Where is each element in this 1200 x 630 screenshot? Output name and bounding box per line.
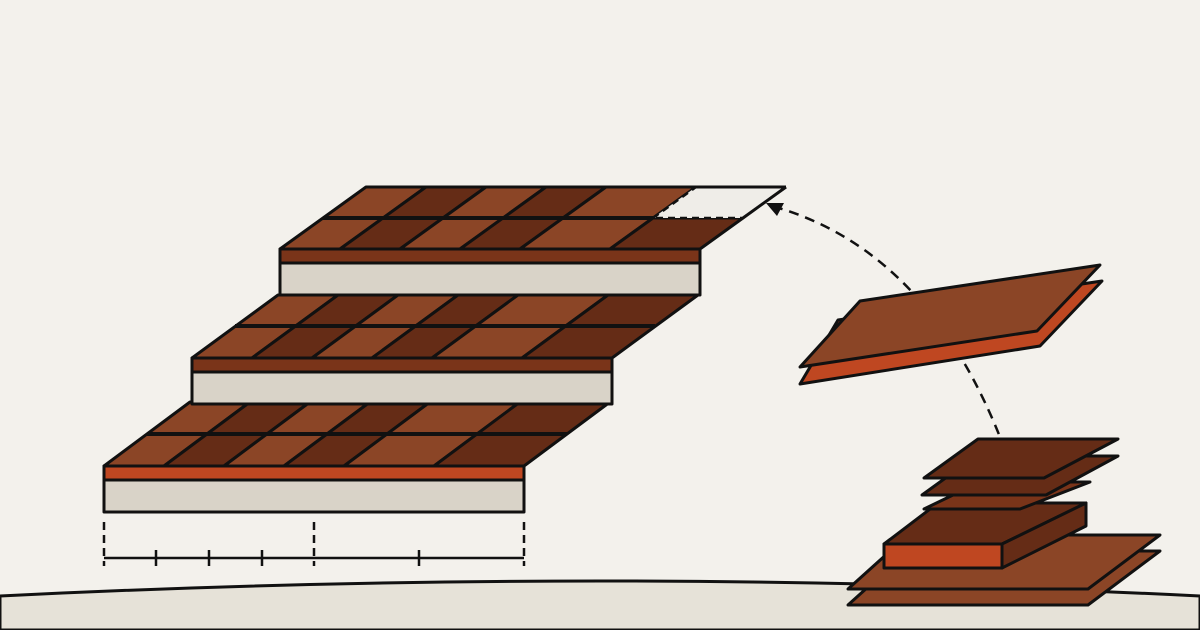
flying-piece-top xyxy=(798,263,1102,369)
flying-piece xyxy=(798,263,1104,386)
tier-bottom xyxy=(102,400,612,514)
tier-top-chocolate-edge xyxy=(278,247,702,265)
tier-middle-chocolate-edge xyxy=(190,356,614,374)
scale-ruler xyxy=(102,522,526,566)
arrow-head-icon xyxy=(766,203,784,216)
tier-bottom-chocolate-edge xyxy=(102,464,526,482)
loose-stack xyxy=(846,437,1162,607)
empty-slot-edge xyxy=(742,185,787,220)
dashed-arrow xyxy=(771,204,1007,451)
tier-bottom-cream-layer xyxy=(102,478,526,514)
block-front xyxy=(882,542,1004,570)
tier-top xyxy=(278,185,745,297)
tier-top-cream-layer xyxy=(278,261,702,297)
slab-top xyxy=(922,437,1120,480)
tier-middle xyxy=(190,293,700,406)
tier-middle-cream-layer xyxy=(190,370,614,406)
